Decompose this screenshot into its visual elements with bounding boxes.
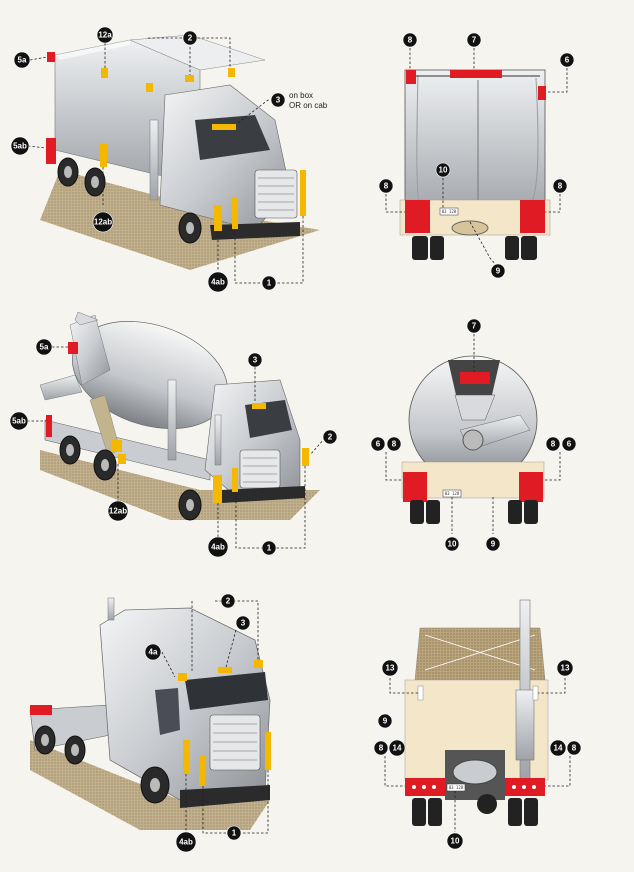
callout-4ab: 4ab <box>175 831 197 853</box>
svg-text:8: 8 <box>572 744 577 753</box>
callout-9: 9 <box>377 713 393 729</box>
svg-text:14: 14 <box>393 744 402 753</box>
svg-text:14: 14 <box>554 744 563 753</box>
svg-text:12ab: 12ab <box>109 507 127 516</box>
svg-text:5ab: 5ab <box>13 142 27 151</box>
tractor-unit-rear-illustration: 03 128 <box>384 599 571 832</box>
svg-text:5a: 5a <box>18 56 27 65</box>
callout-14: 14 <box>549 739 567 757</box>
svg-text:9: 9 <box>491 540 496 549</box>
svg-text:1: 1 <box>267 279 272 288</box>
svg-text:1: 1 <box>232 829 237 838</box>
svg-text:7: 7 <box>472 322 477 331</box>
callout-1: 1 <box>261 540 277 556</box>
callout-2: 2 <box>220 593 236 609</box>
callout-2: 2 <box>322 429 338 445</box>
callout-1: 1 <box>226 825 242 841</box>
svg-text:9: 9 <box>496 267 501 276</box>
callout-3: 3 <box>270 92 286 108</box>
callout-4a: 4a <box>144 643 162 661</box>
svg-text:6: 6 <box>565 56 570 65</box>
svg-text:4a: 4a <box>149 648 158 657</box>
callout-7: 7 <box>466 318 482 334</box>
svg-text:10: 10 <box>451 837 460 846</box>
callout-8: 8 <box>402 32 418 48</box>
callout-5ab: 5ab <box>9 411 29 431</box>
callout-9: 9 <box>490 263 506 279</box>
callout-4ab: 4ab <box>207 271 229 293</box>
svg-text:4ab: 4ab <box>211 278 225 287</box>
svg-text:8: 8 <box>392 440 397 449</box>
svg-text:5ab: 5ab <box>12 417 26 426</box>
callout-8: 8 <box>566 740 582 756</box>
svg-text:2: 2 <box>226 597 231 606</box>
callout-3: 3 <box>235 615 251 631</box>
svg-text:3: 3 <box>276 96 281 105</box>
svg-text:10: 10 <box>448 540 457 549</box>
svg-text:8: 8 <box>551 440 556 449</box>
svg-text:8: 8 <box>379 744 384 753</box>
note-or-on-cab: OR on cab <box>289 101 328 110</box>
svg-text:6: 6 <box>376 440 381 449</box>
callout-10: 10 <box>444 536 460 552</box>
svg-text:5a: 5a <box>40 343 49 352</box>
callout-8: 8 <box>545 436 561 452</box>
callout-3: 3 <box>247 352 263 368</box>
callout-1: 1 <box>261 275 277 291</box>
svg-text:8: 8 <box>384 182 389 191</box>
svg-text:12ab: 12ab <box>94 218 112 227</box>
callout-5a: 5a <box>13 51 31 69</box>
license-plate-text: 03 128 <box>442 209 457 214</box>
svg-text:3: 3 <box>253 356 258 365</box>
note-on-box: on box <box>289 91 313 100</box>
callout-4ab: 4ab <box>207 536 229 558</box>
callout-8: 8 <box>373 740 389 756</box>
svg-text:9: 9 <box>383 717 388 726</box>
callout-9: 9 <box>485 536 501 552</box>
callout-5ab: 5ab <box>10 136 30 156</box>
license-plate-text: 03 128 <box>445 491 460 496</box>
svg-text:6: 6 <box>567 440 572 449</box>
svg-text:13: 13 <box>386 664 395 673</box>
license-plate-text: 03 128 <box>449 785 464 790</box>
callout-7: 7 <box>466 32 482 48</box>
svg-text:10: 10 <box>439 166 448 175</box>
mixer-truck-illustration <box>27 311 326 549</box>
box-truck-rear-illustration: 03 128 <box>385 48 568 266</box>
svg-text:13: 13 <box>561 664 570 673</box>
tractor-unit-illustration <box>29 597 271 834</box>
svg-text:2: 2 <box>188 34 193 43</box>
svg-text:8: 8 <box>408 36 413 45</box>
callout-12ab: 12ab <box>107 500 129 522</box>
svg-text:7: 7 <box>472 36 477 45</box>
callout-8: 8 <box>386 436 402 452</box>
svg-text:1: 1 <box>267 544 272 553</box>
callout-6: 6 <box>370 436 386 452</box>
callout-6: 6 <box>559 52 575 68</box>
svg-text:8: 8 <box>558 182 563 191</box>
callout-8: 8 <box>378 178 394 194</box>
callout-5a: 5a <box>35 338 53 356</box>
callout-14: 14 <box>388 739 406 757</box>
svg-text:3: 3 <box>241 619 246 628</box>
callout-13: 13 <box>556 659 574 677</box>
svg-text:4ab: 4ab <box>211 543 225 552</box>
svg-text:12a: 12a <box>98 31 112 40</box>
callout-8: 8 <box>552 178 568 194</box>
mixer-truck-rear-illustration: 03 128 <box>385 334 561 534</box>
svg-text:2: 2 <box>328 433 333 442</box>
callout-12ab: 12ab <box>92 211 114 233</box>
callout-10: 10 <box>446 832 464 850</box>
callout-6: 6 <box>561 436 577 452</box>
callout-2: 2 <box>182 30 198 46</box>
svg-text:4ab: 4ab <box>179 838 193 847</box>
callout-10: 10 <box>435 162 451 178</box>
callout-12a: 12a <box>96 26 114 44</box>
box-truck-illustration <box>27 34 320 284</box>
callout-13: 13 <box>381 659 399 677</box>
